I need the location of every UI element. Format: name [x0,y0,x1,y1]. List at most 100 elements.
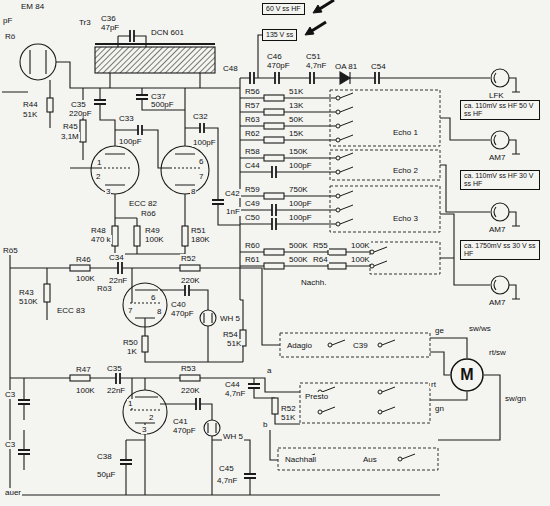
callout-label: 470 k [90,235,112,244]
callout-label: 100K [75,386,96,395]
arrow-marker [313,5,322,13]
wire [2,35,500,495]
neon-lamp [200,310,220,436]
callout-label: 8 [156,307,162,316]
switch-bank [300,383,430,423]
resistor-symbol [182,226,188,246]
callout-label: 8 [190,187,196,196]
part-name: R47 [75,365,92,374]
diode-symbol [340,72,350,84]
callout-label: Adagio [286,341,313,350]
jack-socket [494,280,520,299]
switch-contact [340,135,353,140]
part-name: C39 [352,341,369,350]
tube-symbol [100,168,200,410]
part-name: R53 [180,364,197,373]
callout-label: WH 5 [222,432,244,441]
part-name: R43 [18,288,35,297]
voltage-note: ca. 110mV ss HF 30 V ss HF [464,172,536,188]
part-name: R45 [62,122,79,131]
callout-label: Rö [4,32,16,41]
callout-label: 22nF [106,386,126,395]
resistor-symbol [328,263,346,269]
callout-label: ge [434,326,445,335]
callout-label: 100pF [288,199,313,208]
switch-contact [340,167,353,172]
tube-symbol [161,146,209,194]
callout-label: 1K [126,347,138,356]
neon-lamp [204,420,220,436]
switch-bank [370,242,440,274]
voltage-note: ca. 1750mV ss 30 V ss HF [464,242,536,258]
resistor-symbol [134,226,140,246]
switch-contact [402,454,415,459]
callout-label: 4,7nF [216,476,238,485]
part-name: C51 [305,52,322,61]
part-name: R48 [90,226,107,235]
part-name: R52 [180,254,197,263]
callout-label: 150K [288,147,309,156]
resistor-symbol [272,398,278,414]
switch-bank [278,90,440,470]
callout-label: 180K [190,235,211,244]
callout-label: 15K [288,129,304,138]
callout-label: 510K [18,297,39,306]
neon-lamp [208,423,216,433]
neon-lamp [204,313,212,323]
voltage-box: 60 V ss HF [262,3,305,15]
callout-label: EM 84 [20,2,45,11]
callout-label: Echo 2 [392,166,419,175]
callout-label: auer [4,488,22,497]
part-name: C33 [118,114,135,123]
switch-contact [336,222,340,226]
callout-label: Rö3 [96,284,113,293]
resistor-symbol [264,95,284,101]
switch-contact [382,340,395,345]
callout-label: 50K [288,115,304,124]
voltage-note: 135 V ss [266,31,293,39]
switch-contact [378,390,382,394]
tube-symbol [135,397,158,434]
callout-label: rt/sw [488,348,507,357]
part-name: C42 [224,189,241,198]
part-name: R58 [244,147,261,156]
callout-label: 51K [22,110,38,119]
callout-label: rt [430,380,437,389]
callout-label: 100pF [288,213,313,222]
callout-label: 220K [180,386,201,395]
callout-label: 4,7nF [305,61,327,70]
arrow-marker [305,27,314,35]
callout-label: ECC 83 [56,306,86,315]
switch-contact [398,457,402,461]
callout-label: 3,1M [60,132,80,141]
callout-label: AM7 [488,225,506,234]
motor-symbol: M [450,358,484,392]
jack-socket [494,135,520,154]
callout-label: 1 [127,399,133,408]
callout-label: Echo 3 [392,214,419,223]
callout-label: 51K [280,413,296,422]
switch-contact [382,407,395,412]
resistor-symbol [264,249,284,255]
wire [2,35,500,495]
switch-bank [330,150,440,180]
resistor-symbol [264,109,284,115]
part-name: C36 [100,14,117,23]
callout-label: 470pF [266,61,291,70]
part-name: R50 [122,338,139,347]
callout-label: 7 [127,306,133,315]
part-name: C46 [266,52,283,61]
switch-bank [278,448,438,470]
tube-symbol [91,146,139,194]
switch-bank [330,186,440,232]
tube-symbol [123,283,167,327]
resistor-symbol [44,284,50,302]
resistor-symbol [264,123,284,129]
callout-label: 100K [350,241,371,250]
tube-symbol [20,44,56,80]
part-name: R63 [244,115,261,124]
callout-label: 13K [288,101,304,110]
part-name: C50 [244,213,261,222]
part-name: R51 [190,226,207,235]
transformer-symbol [95,44,215,73]
